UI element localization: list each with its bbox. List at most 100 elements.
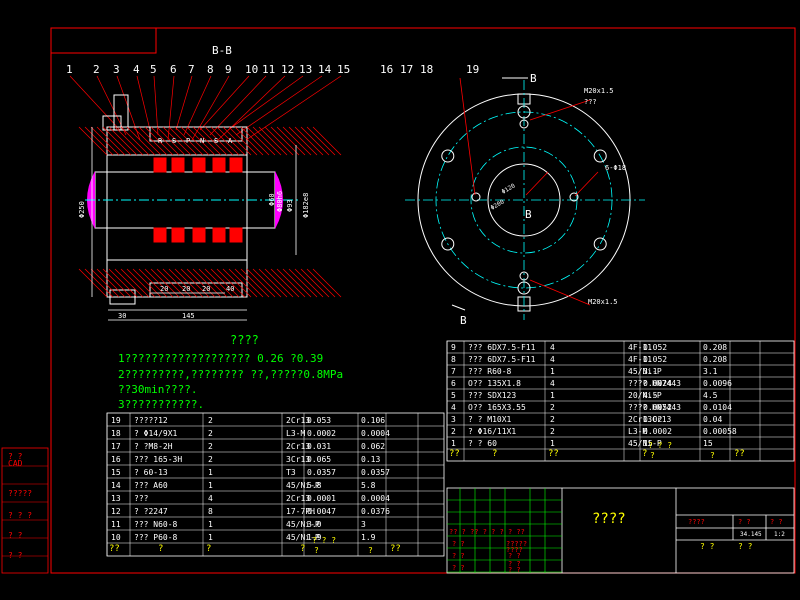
part-number: 13	[299, 63, 312, 76]
bom-qty: 2	[208, 455, 213, 464]
tapped-hole	[471, 192, 481, 202]
bom-name: O?? 165X3.55	[468, 403, 526, 412]
dim-phi60: Φ60	[268, 193, 276, 206]
bom-header-name: ?	[492, 449, 497, 459]
part-number: 18	[420, 63, 433, 76]
bolt-hole	[593, 149, 607, 163]
bom-weight-unit: 0.031	[307, 442, 331, 451]
bom-header-name: ?	[158, 544, 163, 554]
bom-no: 11	[111, 520, 121, 529]
title-scale-hdr: ? ?	[770, 518, 783, 526]
bom-qty: 1	[550, 391, 555, 400]
bom-header-material: ?	[642, 449, 647, 459]
bolt-hole	[517, 105, 531, 119]
bom-qty: 4	[550, 355, 555, 364]
bom-material: T3	[286, 468, 296, 477]
side-label: ? ?	[8, 531, 23, 540]
bom-header-no: ??	[449, 449, 460, 459]
seal-ring	[153, 227, 167, 243]
bolt-hole	[441, 149, 455, 163]
bom-material: L3-M	[286, 429, 305, 438]
tapped-hole	[519, 271, 529, 281]
bom-name: ??? 6DX7.5-F11	[468, 343, 536, 352]
bom-weight-unit: 3.1	[643, 367, 658, 376]
bom-name: ?????12	[134, 416, 168, 425]
center-label: B	[525, 208, 532, 221]
seal-ring	[171, 227, 185, 243]
title-sheet2: ? ?	[738, 542, 753, 551]
part-number: 5	[150, 63, 157, 76]
bom-weight-total: 0.062	[361, 442, 385, 451]
bom-weight-unit: 4.5	[643, 391, 658, 400]
bom-qty: 4	[550, 343, 555, 352]
bom-weight-total: 0.208	[703, 343, 727, 352]
side-label: ?????	[8, 489, 32, 498]
seal-ring	[212, 227, 226, 243]
title-s4: ? ?	[508, 552, 521, 560]
side-label: CAD	[8, 459, 23, 468]
part-number: 2	[93, 63, 100, 76]
bom-weight-total: 0.106	[361, 416, 385, 425]
bom-name: ??? SDX123	[468, 391, 516, 400]
bom-weight-total: 1.9	[361, 533, 376, 542]
bom-qty: 1	[550, 367, 555, 376]
dim-20a: 20	[160, 285, 168, 293]
bom-no: 17	[111, 442, 121, 451]
drawing-frame	[50, 27, 796, 574]
bom-no: 15	[111, 468, 121, 477]
technical-notes: ???? 1??????????????????? 0.26 ?0.39 2??…	[118, 333, 343, 411]
bom-no: 14	[111, 481, 121, 490]
bom-material: 45/Ni-P	[286, 481, 320, 490]
seal-ring	[171, 157, 185, 173]
part-number: 12	[281, 63, 294, 76]
notes-line2: 2?????????,???????? ??,?????0.8MPa	[118, 368, 343, 381]
bom-weight-total: 3.1	[703, 367, 718, 376]
ring-letter: N	[200, 137, 204, 145]
bom-name: ???	[134, 494, 149, 503]
label-m20-top: M20x1.5	[584, 87, 614, 95]
side-label: ? ?	[8, 452, 23, 461]
bom-material: 3Cr13	[286, 455, 310, 464]
bom-qty: 2	[550, 427, 555, 436]
bom-weight-total: 5.8	[361, 481, 376, 490]
bom-header-weight-total: ?	[710, 451, 715, 460]
title-sig-row: ?? ? ?? ? ? ? ? ??	[449, 528, 525, 536]
bom-no: 2	[451, 427, 456, 436]
dim-30: 30	[118, 312, 126, 320]
bom-weight-unit: 0.0047	[307, 507, 336, 516]
side-label: ? ?	[8, 551, 23, 560]
bom-material: 2Cr13Cr13	[628, 415, 672, 424]
bom-name: ? ? 60	[468, 439, 497, 448]
bom-no: 16	[111, 455, 121, 464]
bom-no: 4	[451, 403, 456, 412]
bom-material: 4F-11	[628, 343, 652, 352]
bom-material: 45/Ni-P	[628, 367, 662, 376]
bom-material: 45/Ni-P	[628, 439, 662, 448]
bom-qty: 1	[208, 520, 213, 529]
bom-weight-total: 15	[703, 439, 713, 448]
section-label: B-B	[212, 44, 232, 57]
bom-no: 19	[111, 416, 121, 425]
bom-weight-unit: 0.065	[307, 455, 331, 464]
section-mark-top: B	[530, 72, 537, 85]
bom-qty: 2	[208, 442, 213, 451]
ring-letter: P	[186, 137, 190, 145]
dim-20b: 20	[182, 285, 190, 293]
bom-qty: 2	[550, 415, 555, 424]
bom-qty: 4	[208, 494, 213, 503]
bom-name: ??? A60	[134, 481, 168, 490]
bom-weight-unit: 5.8	[307, 481, 322, 490]
bom-no: 8	[451, 355, 456, 364]
bom-weight-total: 0.208	[703, 355, 727, 364]
bom-no: 10	[111, 533, 121, 542]
